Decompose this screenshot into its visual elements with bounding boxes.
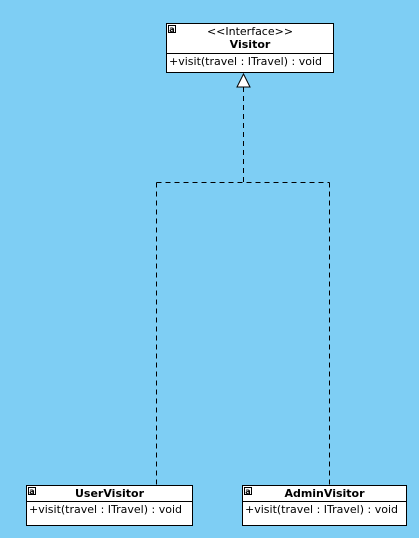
a-icon: a <box>28 487 36 496</box>
admin-visitor-operations: +visit(travel : ITravel) : void <box>243 502 406 519</box>
visitor-class-header: a <<Interface>> Visitor <box>167 24 333 54</box>
visitor-class-name: Visitor <box>229 38 271 51</box>
admin-visitor-class-box[interactable]: a AdminVisitor +visit(travel : ITravel) … <box>242 485 407 526</box>
realization-arrowhead <box>236 72 251 88</box>
visitor-operations: +visit(travel : ITravel) : void <box>167 54 333 72</box>
realization-connectors <box>156 87 330 485</box>
visitor-class-box[interactable]: a <<Interface>> Visitor +visit(travel : … <box>166 23 334 73</box>
user-visitor-class-box[interactable]: a UserVisitor +visit(travel : ITravel) :… <box>26 485 193 526</box>
user-visitor-operations: +visit(travel : ITravel) : void <box>27 502 192 519</box>
a-icon: a <box>168 25 176 34</box>
user-visitor-operation-visit: +visit(travel : ITravel) : void <box>29 503 182 516</box>
admin-visitor-operation-visit: +visit(travel : ITravel) : void <box>245 503 398 516</box>
admin-visitor-class-name: AdminVisitor <box>284 487 365 500</box>
visitor-operation-visit: +visit(travel : ITravel) : void <box>169 55 322 68</box>
user-visitor-class-name: UserVisitor <box>74 487 144 500</box>
user-visitor-class-header: a UserVisitor <box>27 486 192 502</box>
admin-visitor-class-header: a AdminVisitor <box>243 486 406 502</box>
visitor-stereotype: <<Interface>> <box>206 25 294 38</box>
a-icon: a <box>244 487 252 496</box>
